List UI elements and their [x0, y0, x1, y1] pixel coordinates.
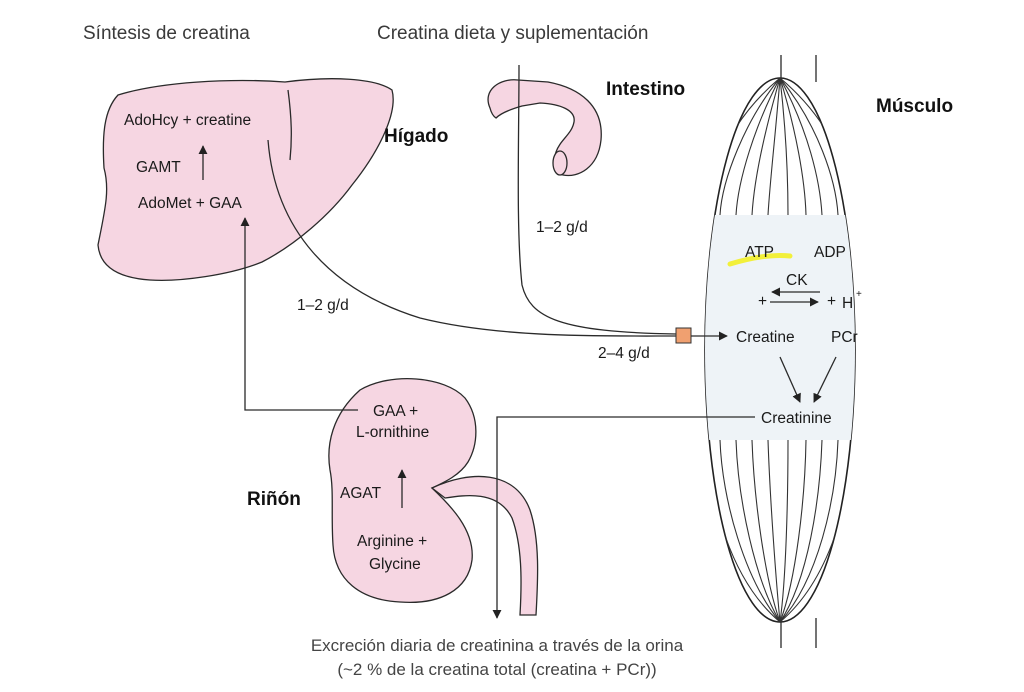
- kidney-label: Riñón: [247, 489, 301, 510]
- intestine-label: Intestino: [606, 79, 685, 100]
- liver-product: AdoHcy + creatine: [124, 112, 251, 129]
- muscle-pcr: PCr: [831, 329, 858, 346]
- liver-substrate: AdoMet + GAA: [138, 195, 242, 212]
- creatine-transporter: [675, 327, 692, 344]
- liver-shape: [97, 78, 394, 281]
- kidney-substrate-1: Arginine +: [357, 533, 427, 550]
- plus-left: +: [758, 293, 767, 310]
- muscle-label: Músculo: [876, 96, 953, 117]
- intestine-shape: [487, 79, 602, 177]
- proton-label: H: [842, 295, 853, 312]
- muscle-tendons: [780, 55, 817, 648]
- diet-header: Creatina dieta y suplementación: [377, 23, 648, 44]
- liver-lobe-line: [287, 89, 292, 161]
- liver-label: Hígado: [384, 126, 448, 147]
- creatine-to-creatinine-arrow: [779, 356, 801, 403]
- adp-label: ADP: [814, 244, 846, 261]
- atp-highlight: [727, 253, 793, 267]
- kidney-substrate-2: Glycine: [369, 556, 421, 573]
- agat-enzyme: AGAT: [340, 485, 382, 502]
- gamt-enzyme: GAMT: [136, 159, 181, 176]
- intestine-flux: 1–2 g/d: [536, 219, 588, 236]
- gaa-transport-arrow: [240, 217, 358, 411]
- ureter-shape: [430, 475, 539, 616]
- excretion-caption-1: Excreción diaria de creatinina a través …: [311, 636, 684, 655]
- muscle-creatine: Creatine: [736, 329, 795, 346]
- liver-to-muscle-line: [267, 139, 677, 337]
- muscle-creatinine: Creatinine: [761, 410, 832, 427]
- muscle-fibers: [705, 78, 855, 622]
- excretion-arrow: [492, 416, 755, 619]
- intestine-to-muscle-line: [517, 64, 677, 335]
- proton-charge: +: [856, 289, 862, 300]
- kidney-product-2: L-ornithine: [356, 424, 429, 441]
- liver-flux: 1–2 g/d: [297, 297, 349, 314]
- uptake-flux: 2–4 g/d: [598, 345, 650, 362]
- ck-enzyme: CK: [786, 272, 808, 289]
- atp-label: ATP: [745, 244, 774, 261]
- excretion-caption-2: (~2 % de la creatina total (creatina + P…: [337, 660, 656, 679]
- synthesis-header: Síntesis de creatina: [83, 23, 250, 44]
- kidney-product-1: GAA +: [373, 403, 418, 420]
- pcr-to-creatinine-arrow: [813, 356, 837, 403]
- plus-right: +: [827, 293, 836, 310]
- intestine-end: [552, 150, 568, 176]
